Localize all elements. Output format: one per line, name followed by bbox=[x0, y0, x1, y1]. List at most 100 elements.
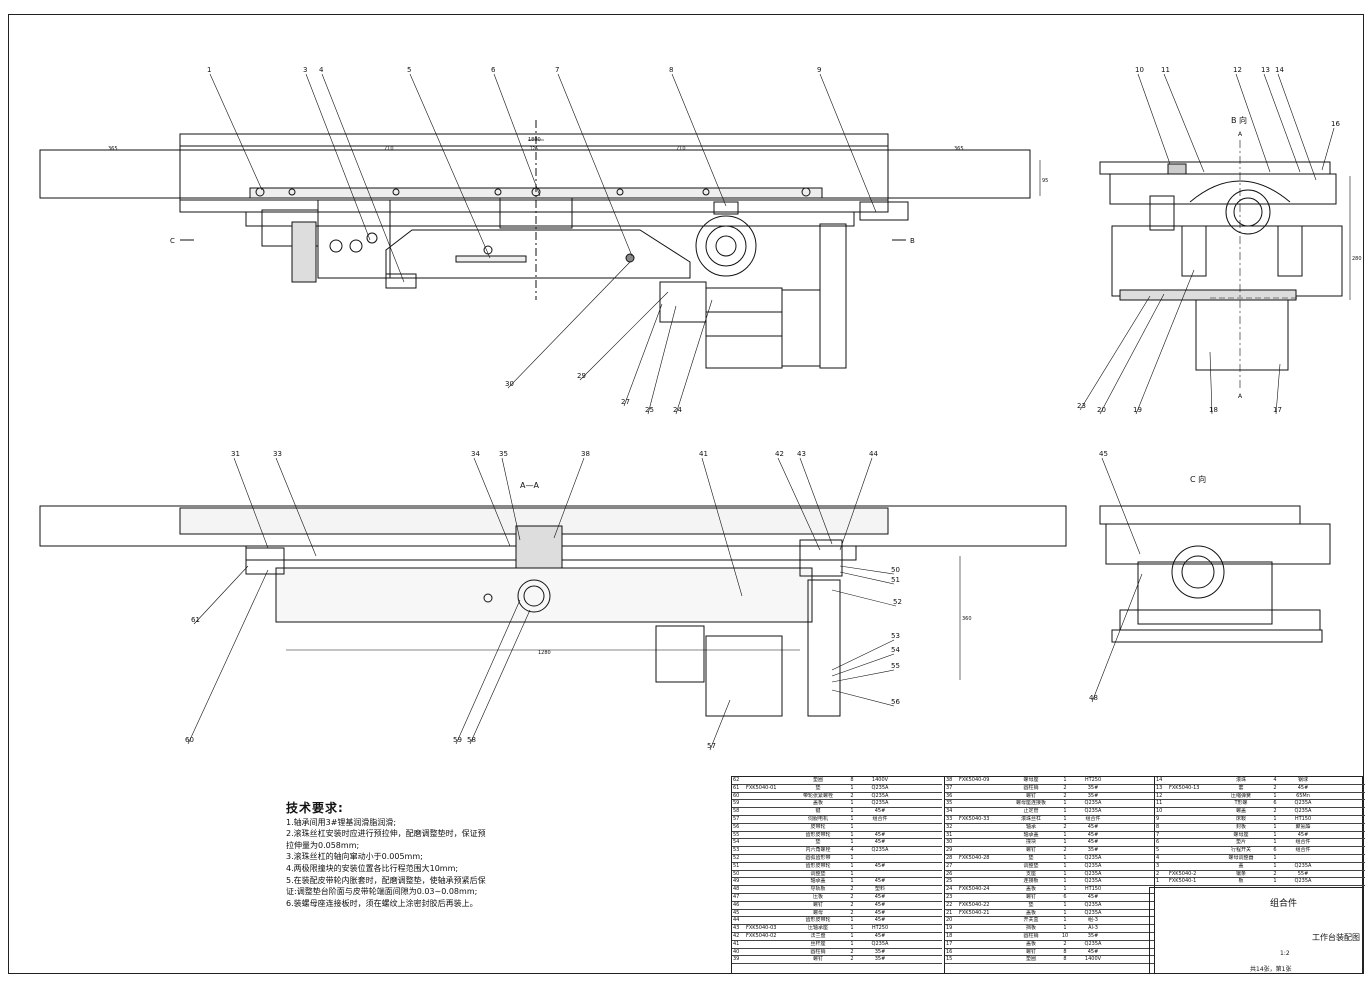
arrow-c-label: C bbox=[170, 237, 175, 245]
bom-cell-name: 连接板 bbox=[1023, 878, 1039, 885]
bom-cell-mat: 45# bbox=[1087, 894, 1099, 900]
bom-cell-mat: 组-3 bbox=[1088, 917, 1098, 924]
bom-cell-mat: 组合件 bbox=[1295, 847, 1311, 854]
part-balloon: 53 bbox=[891, 632, 900, 640]
bom-cell-name: 螺盖 bbox=[1235, 808, 1246, 815]
title-block-name: 组合件 bbox=[1270, 899, 1298, 909]
bom-cell-mat: 55# bbox=[1297, 870, 1309, 877]
bom-cell-mat: Q235A bbox=[1084, 855, 1102, 861]
title-block: 组合件 工作台装配图 1:2 共14张，第1张 bbox=[1149, 887, 1362, 973]
bom-cell-qty: 4 bbox=[1273, 777, 1277, 783]
bom-cell-mat: Q235A bbox=[871, 784, 889, 791]
bom-cell-mat: 35# bbox=[874, 956, 886, 963]
part-balloon: 35 bbox=[499, 450, 508, 458]
bom-cell-mat: 聚氨酯 bbox=[1295, 823, 1311, 830]
bom-cell-mat: 35# bbox=[1087, 792, 1099, 799]
dim-bottom-span: 1280 bbox=[538, 650, 551, 656]
bom-cell-qty: 1 bbox=[1063, 800, 1067, 807]
bom-cell-name: 轴承盖 bbox=[1023, 831, 1039, 838]
bom-cell-no: 54 bbox=[733, 839, 740, 846]
bom-cell-mat: 45# bbox=[874, 894, 886, 900]
leader-line bbox=[831, 689, 895, 707]
leader-line bbox=[1079, 295, 1151, 411]
bom-cell-mat: 钢球 bbox=[1297, 777, 1308, 783]
bom-cell-qty: 1 bbox=[850, 878, 854, 885]
tech-line: 2.滚珠丝杠安装时应进行预拉伸，配磨调整垫时，保证预 bbox=[286, 829, 486, 839]
bom-cell-no: 17 bbox=[946, 940, 953, 947]
leader-line bbox=[675, 299, 713, 415]
bom-cell-name: 螺钉 bbox=[1025, 847, 1036, 854]
leader-line bbox=[709, 699, 731, 751]
bom-cell-qty: 1 bbox=[1273, 878, 1277, 885]
bom-cell-no: 61 bbox=[733, 784, 740, 791]
bom-cell-qty: 2 bbox=[1063, 784, 1067, 791]
bom-cell-name: 支座 bbox=[1025, 870, 1036, 877]
bom-cell-mat: Q235A bbox=[871, 847, 889, 854]
bom-cell-no: 31 bbox=[946, 831, 953, 838]
tech-line: 1.轴承间用3#锂基润滑脂润滑; bbox=[286, 817, 397, 827]
bom-cell-no: 26 bbox=[946, 870, 953, 877]
leader-line bbox=[819, 73, 877, 213]
bom-cell-name: 垫片 bbox=[1235, 839, 1246, 846]
bom-cell-qty: 2 bbox=[1273, 870, 1277, 877]
part-balloon: 51 bbox=[891, 576, 900, 584]
bom-cell-no: 11 bbox=[1156, 800, 1163, 807]
bom-cell-no: 47 bbox=[733, 894, 740, 900]
part-balloon: 3 bbox=[303, 66, 307, 74]
bom-cell-name: 垫圈 bbox=[812, 777, 823, 783]
bom-cell-name: 螺钉 bbox=[812, 901, 823, 908]
bom-cell-mat: Q235A bbox=[871, 792, 889, 799]
bom-cell-name: 垫 bbox=[1028, 901, 1034, 908]
bom-cell-qty: 1 bbox=[850, 870, 854, 877]
bom-cell-qty: 2 bbox=[850, 886, 854, 893]
leader-line bbox=[839, 457, 873, 551]
bom-cell-qty: 1 bbox=[850, 808, 854, 815]
bom-cell-no: 16 bbox=[946, 948, 953, 955]
bom-cell-mat: HT250 bbox=[1084, 777, 1102, 783]
bom-cell-name: 螺钉 bbox=[1025, 894, 1036, 900]
bom-cell-no: 24 bbox=[946, 886, 953, 893]
bom-cell-qty: 6 bbox=[1063, 894, 1067, 900]
bom-cell-qty: 1 bbox=[1273, 855, 1277, 861]
tech-line: 4.两极限撞块的安装位置各比行程范围大10mm; bbox=[286, 863, 459, 873]
tech-requirements: 技术要求: 1.轴承间用3#锂基润滑脂润滑; 2.滚珠丝杠安装时应进行预拉伸，配… bbox=[286, 802, 716, 909]
leader-line bbox=[1099, 293, 1165, 415]
bom-cell-name: 丝杆座 bbox=[810, 940, 826, 947]
c-view-label: C 向 bbox=[1190, 474, 1206, 484]
bom-cell-qty: 2 bbox=[850, 894, 854, 900]
bom-cell-no: 46 bbox=[733, 901, 740, 908]
bom-cell-name: 齿形皮带轮 bbox=[805, 831, 831, 838]
bom-cell-name: 盖板 bbox=[1025, 940, 1036, 947]
bom-cell-mat: HT150 bbox=[1294, 816, 1312, 822]
leader-line bbox=[209, 73, 263, 191]
leader-line bbox=[1321, 127, 1335, 171]
bom-cell-code: FXK5040-03 bbox=[746, 925, 777, 932]
leader-line bbox=[193, 565, 249, 625]
bom-cell-no: 9 bbox=[1156, 816, 1160, 822]
bom-cell-no: 23 bbox=[946, 894, 953, 900]
bom-cell-mat: Q235A bbox=[1084, 800, 1102, 807]
bom-cell-qty: 1 bbox=[850, 800, 854, 807]
bom-cell-name: 调整垫 bbox=[1023, 862, 1039, 869]
part-balloon: 60 bbox=[185, 736, 194, 744]
bom-cell-no: 5 bbox=[1156, 847, 1160, 854]
bom-cell-no: 25 bbox=[946, 878, 953, 885]
bom-cell-qty: 2 bbox=[850, 792, 854, 799]
